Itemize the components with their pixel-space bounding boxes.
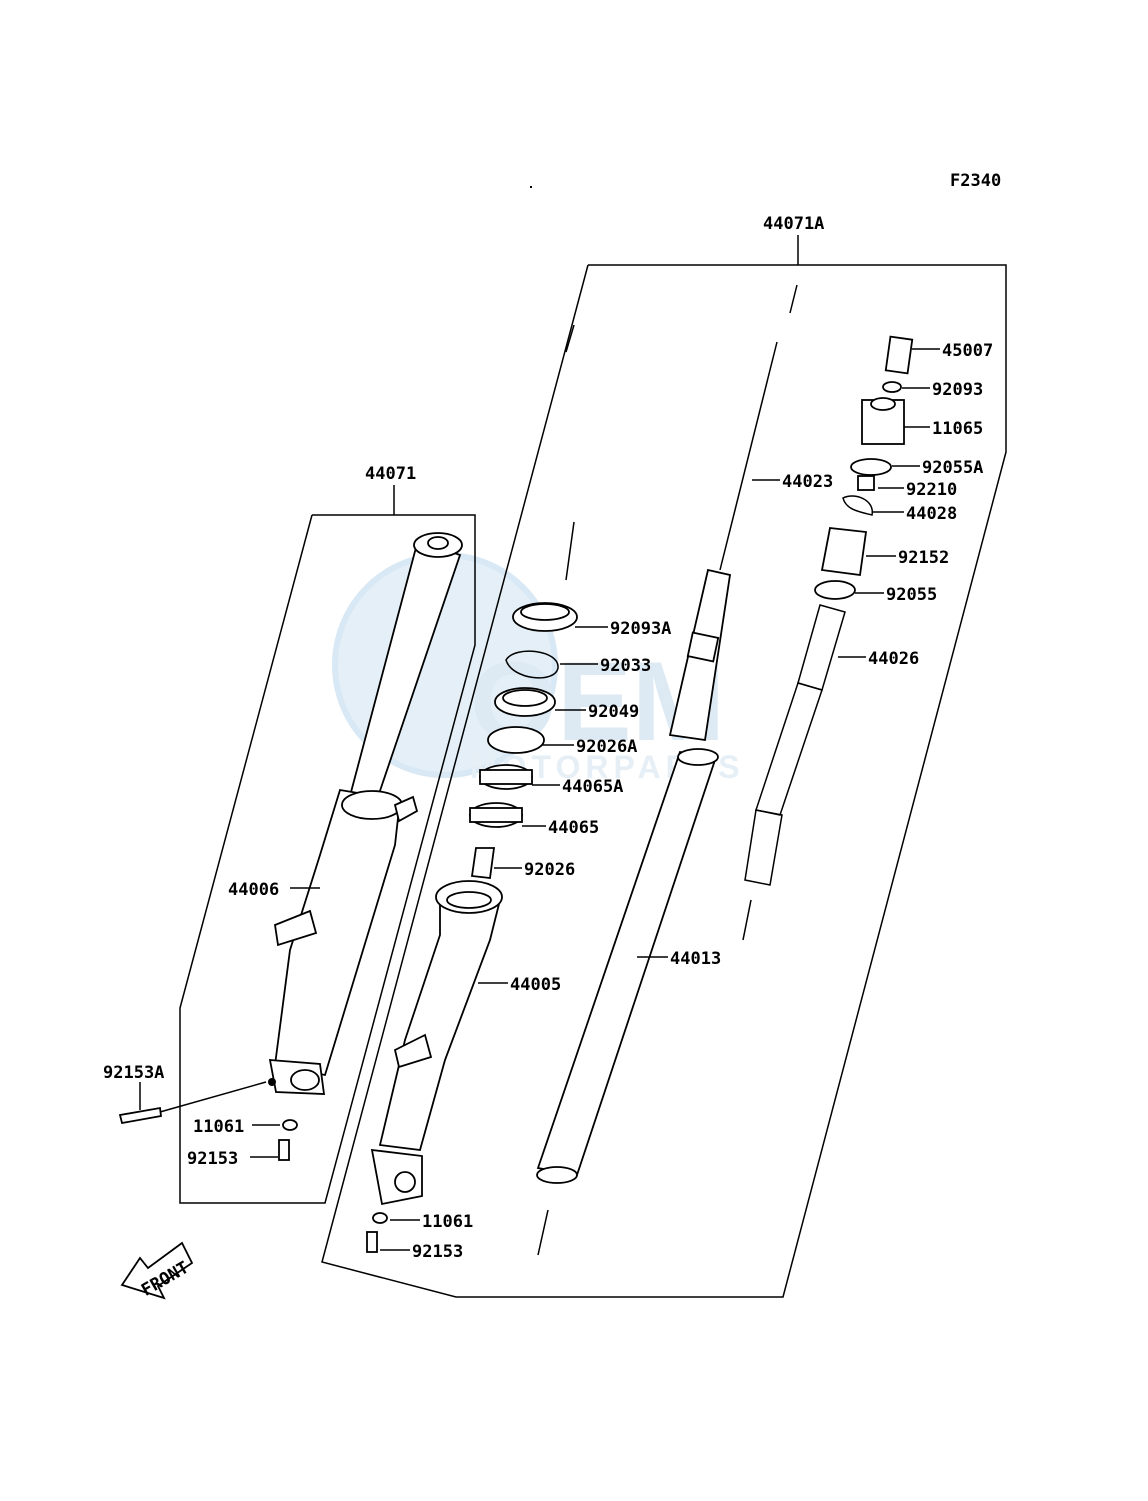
top-cap-parts [814, 335, 914, 600]
part-label: 92153A [103, 1063, 164, 1083]
part-label: 44026 [868, 649, 919, 669]
part-label: 44013 [670, 949, 721, 969]
assembly-label-left: 44071 [365, 464, 416, 484]
part-label: 92033 [600, 656, 651, 676]
leader-lines [139, 348, 940, 1251]
part-label: 92153 [412, 1242, 463, 1262]
front-arrow-icon: FRONT [120, 1241, 194, 1301]
speck [530, 186, 532, 188]
part-label: 11061 [422, 1212, 473, 1232]
assembly-frame-right [321, 235, 1007, 1298]
right-fork-lower-leg [370, 880, 503, 1206]
assembly-label-right: 44071A [763, 214, 824, 234]
fork-spring [744, 604, 846, 886]
bolts-washers [118, 1106, 388, 1253]
part-label: 92093 [932, 380, 983, 400]
seal-stack [469, 602, 578, 879]
part-label: 45007 [942, 341, 993, 361]
left-fork-assembly [268, 532, 463, 1095]
part-label: 92093A [610, 619, 671, 639]
assembly-frame-left [179, 485, 476, 1204]
part-label: 92055A [922, 458, 983, 478]
outer-tube [536, 748, 719, 1184]
part-label: 92055 [886, 585, 937, 605]
part-label: 92153 [187, 1149, 238, 1169]
figure-code: F2340 [950, 171, 1001, 191]
part-label: 44023 [782, 472, 833, 492]
part-label: 44028 [906, 504, 957, 524]
part-labels: 45007 92093 11065 92055A 92210 44028 921… [103, 341, 993, 1262]
part-label: 44006 [228, 880, 279, 900]
part-label: 92152 [898, 548, 949, 568]
part-label: 44065 [548, 818, 599, 838]
center-lines [537, 284, 798, 1256]
part-label: 11061 [193, 1117, 244, 1137]
part-label: 44005 [510, 975, 561, 995]
damper-rod [668, 341, 778, 742]
part-label: 44065A [562, 777, 623, 797]
part-label: 92049 [588, 702, 639, 722]
part-label: 92210 [906, 480, 957, 500]
part-label: 92026 [524, 860, 575, 880]
part-label: 92026A [576, 737, 637, 757]
part-label: 11065 [932, 419, 983, 439]
